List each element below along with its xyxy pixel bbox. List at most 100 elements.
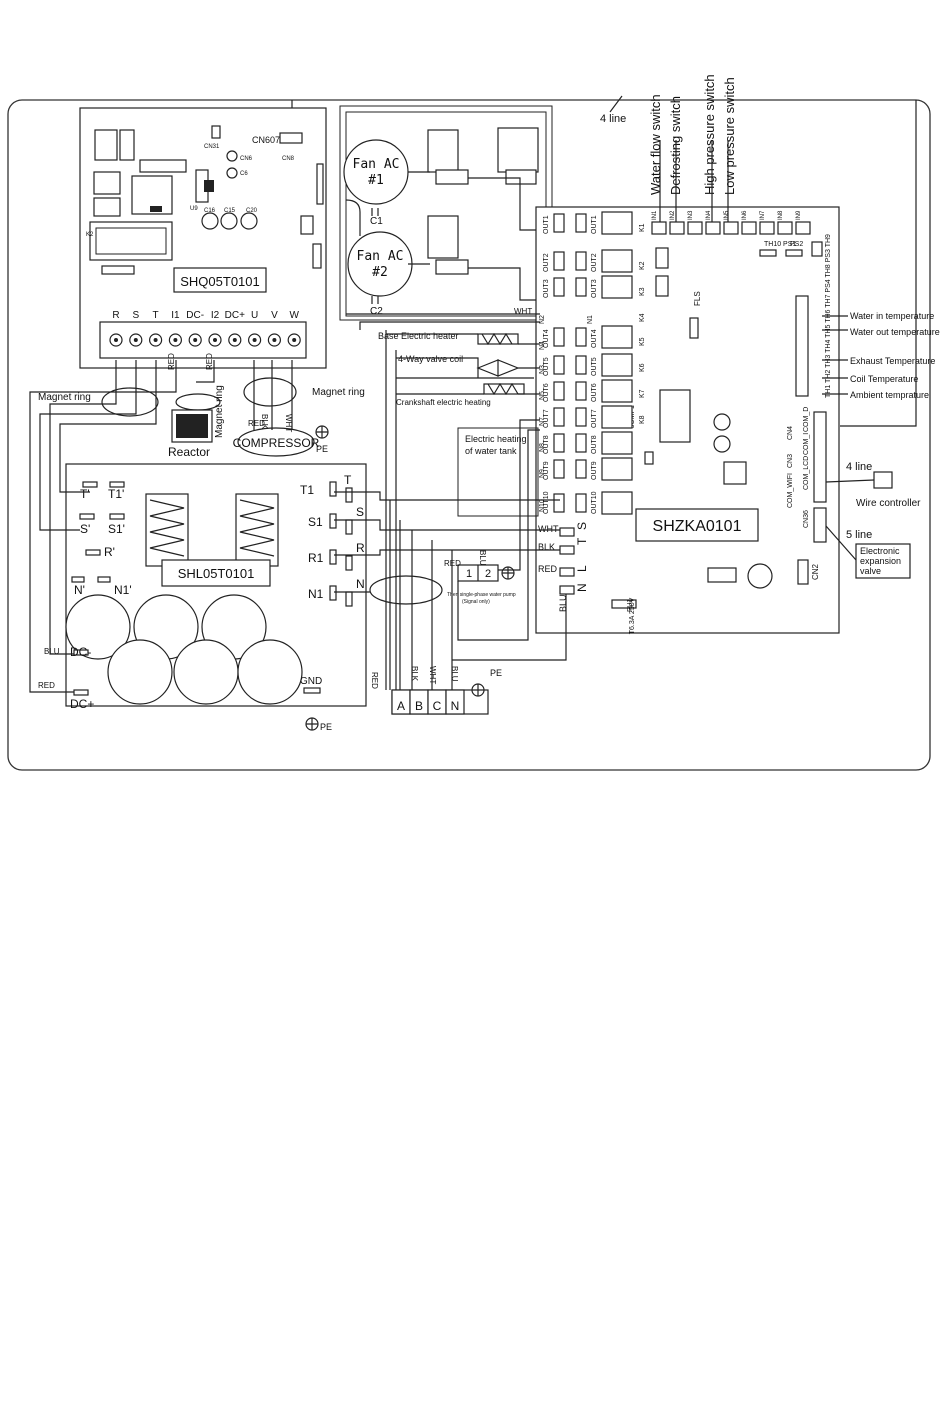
out-terminal	[575, 381, 587, 401]
out-label-left: OUT6	[543, 383, 550, 402]
sensor-label: Water out temperature	[850, 327, 940, 337]
reactor-label: Reactor	[168, 445, 210, 459]
cn36-label: CN36	[803, 510, 810, 528]
out-terminal	[575, 213, 587, 233]
filter-right-label: S	[356, 505, 364, 519]
filter-right-terminal	[345, 591, 353, 607]
out-terminal	[553, 213, 565, 233]
input-label: IN4	[706, 210, 712, 220]
out-label: OUT6	[591, 383, 598, 402]
filter-right-terminal	[345, 487, 353, 503]
out-relay	[601, 405, 633, 429]
filter-right-terminal	[329, 585, 337, 601]
out-relay	[601, 325, 633, 349]
driver-terminal-screw-center	[232, 338, 237, 342]
k2-label: K2	[86, 232, 94, 238]
input-label: IN8	[778, 210, 784, 220]
out-label-left: OUT2	[543, 253, 550, 272]
relay-label: K3	[639, 287, 646, 296]
blk-label-comp: BLK	[260, 414, 269, 430]
out-relay	[601, 431, 633, 455]
four-line-top: 4 line	[600, 113, 626, 125]
power-label-n: N	[575, 583, 589, 592]
diagram-frame	[7, 99, 931, 771]
neutral-label: N9	[539, 469, 546, 478]
relay-label: K6	[639, 363, 646, 372]
out-label-left: OUT7	[543, 409, 550, 428]
base-heater-label: Base Electric heater	[378, 331, 459, 341]
filter-t-prime: T'	[80, 487, 90, 501]
c1-label: C1	[370, 216, 383, 227]
driver-terminal-screw-center	[252, 338, 257, 342]
filter-right-terminal	[345, 555, 353, 571]
wht-label-main: WHT	[538, 524, 559, 534]
driver-terminal-label: U	[251, 310, 258, 321]
input-connector	[759, 221, 775, 235]
out-terminal	[575, 251, 587, 271]
fan2-number: #2	[372, 265, 388, 280]
magnet-ring-vert-label: Magnet ring	[214, 385, 225, 438]
c6-label: C6	[240, 171, 248, 177]
input-label: IN9	[796, 210, 802, 220]
filter-r-prime: R'	[104, 545, 115, 559]
neutral-label: N8	[539, 443, 546, 452]
driver-terminal-label: R	[112, 310, 119, 321]
pe-label-comp: PE	[316, 444, 328, 454]
magnet-ring-left-label: Magnet ring	[38, 392, 91, 403]
out-terminal	[553, 459, 565, 479]
input-connector	[651, 221, 667, 235]
out-label-left: OUT5	[543, 357, 550, 376]
cn607-label: CN607	[252, 135, 280, 145]
out-terminal	[553, 327, 565, 347]
out-relay	[601, 353, 633, 377]
driver-board-label-box	[173, 267, 267, 293]
com-i-label: COM_I	[803, 433, 810, 455]
wht-label-comp: WHT	[284, 414, 293, 432]
magnet-ring-right	[243, 377, 297, 407]
fan2-motor	[347, 231, 413, 297]
compressor-label: COMPRESSOR	[233, 436, 320, 450]
filter-dc-minus: DC-	[70, 645, 91, 659]
input-label: IN6	[742, 210, 748, 220]
water-tank-line1: Electric heating	[465, 434, 527, 444]
main-output-rows: OUT1OUT1OUT2OUT2OUT3OUT3OUT4OUT4OUT5OUT5…	[539, 211, 633, 515]
driver-terminal-screw-center	[193, 338, 198, 342]
filter-board: SHL05T0101 T' T1' S' S1' R' N' N1' DC- D…	[38, 463, 367, 711]
red-label-tb: RED	[370, 672, 379, 689]
filter-t1-prime: T1'	[108, 487, 124, 501]
out-terminal	[553, 407, 565, 427]
pump-sub: (Signal only)	[462, 599, 490, 605]
exv-line2: expansion	[860, 556, 901, 566]
out-label-left: OUT10	[543, 491, 550, 514]
out-label: OUT5	[591, 357, 598, 376]
relay-label: K2	[639, 261, 646, 270]
filter-s1-prime: S1'	[108, 522, 125, 536]
ps2-label: PS2	[790, 241, 803, 248]
neutral-label: N2	[539, 315, 546, 324]
wires	[29, 100, 848, 693]
input-label: IN2	[670, 210, 676, 220]
com-d-label: COM_D	[803, 407, 810, 432]
input-label: IN7	[760, 210, 766, 220]
out-terminal	[575, 433, 587, 453]
relay-label: K7	[639, 389, 646, 398]
wire-controller-box	[873, 471, 893, 489]
exv-line3: valve	[860, 566, 881, 576]
relay-label: K8	[639, 415, 646, 424]
magnet-ring-right-label: Magnet ring	[312, 387, 365, 398]
out-relay	[601, 457, 633, 481]
driver-terminal-label: T	[153, 310, 159, 321]
out-label-left: OUT9	[543, 461, 550, 480]
out-terminal	[553, 355, 565, 375]
filter-right-label: R	[356, 541, 365, 555]
driver-terminal-label: DC+	[225, 310, 245, 321]
out-terminal	[553, 493, 565, 513]
terminal-block-label: C	[433, 699, 442, 713]
out-label: OUT2	[591, 253, 598, 272]
filter-right-terminal	[329, 513, 337, 529]
input-connector	[687, 221, 703, 235]
input-label: IN1	[652, 210, 658, 220]
